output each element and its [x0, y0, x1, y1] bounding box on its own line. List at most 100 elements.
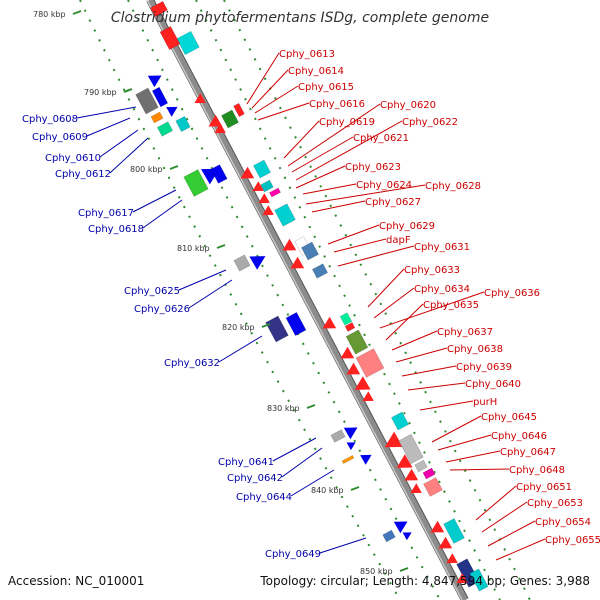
kbp-tick	[72, 10, 82, 15]
gene-block	[443, 518, 465, 544]
forward-gene-label: Cphy_0646	[491, 431, 547, 442]
leader-line	[431, 415, 482, 443]
gene-block	[176, 30, 200, 56]
gene-block	[330, 429, 346, 443]
forward-gene-label: Cphy_0635	[423, 300, 479, 311]
gene-block	[382, 529, 396, 543]
gene-block	[469, 568, 489, 592]
leader-line	[272, 437, 317, 462]
leader-line	[132, 189, 177, 213]
reverse-gene-label: Cphy_0642	[227, 473, 283, 484]
gene-arrow	[362, 391, 374, 402]
leader-line	[76, 106, 137, 119]
kbp-label: 820 kbp	[222, 323, 255, 332]
tick-guide	[79, 0, 401, 600]
gene-block	[414, 459, 428, 473]
forward-gene-label: Cphy_0627	[365, 197, 421, 208]
leader-line	[495, 538, 546, 561]
leader-line	[287, 103, 381, 167]
gene-arrow	[430, 520, 445, 533]
gene-arrow	[340, 346, 355, 359]
forward-gene-label: Cphy_0623	[345, 162, 401, 173]
gene-block	[221, 109, 239, 129]
forward-gene-label: purH	[473, 397, 497, 408]
reverse-gene-label: Cphy_0641	[218, 457, 274, 468]
gene-arrow	[166, 106, 178, 117]
reverse-gene-label: Cphy_0608	[22, 114, 78, 125]
forward-gene-label: Cphy_0628	[425, 181, 481, 192]
leader-line	[449, 468, 510, 471]
kbp-tick	[261, 323, 271, 328]
leader-line	[311, 200, 366, 213]
leader-line	[302, 183, 357, 195]
forward-gene-label: Cphy_0637	[437, 327, 493, 338]
gene-arrow	[456, 573, 468, 584]
kbp-tick	[169, 165, 179, 170]
kbp-tick	[123, 88, 133, 93]
gene-arrow	[446, 553, 458, 564]
gene-arrow	[346, 442, 356, 451]
forward-gene-label: Cphy_0622	[402, 117, 458, 128]
genome-summary-text: Topology: circular; Length: 4,847,594 bp…	[260, 574, 590, 588]
tick-layer	[79, 0, 531, 600]
forward-gene-label: Cphy_0647	[500, 447, 556, 458]
reverse-gene-label: Cphy_0626	[134, 304, 190, 315]
leader-line	[419, 400, 474, 411]
kbp-tick	[399, 567, 409, 572]
kbp-label: 790 kbp	[84, 88, 117, 97]
kbp-label: 780 kbp	[33, 10, 66, 19]
tick-guide	[127, 0, 441, 600]
forward-gene-label: Cphy_0629	[379, 221, 435, 232]
label-leader-lines	[76, 52, 546, 561]
leader-line	[254, 85, 299, 114]
gene-block	[285, 312, 307, 336]
gene-labels: Cphy_0613Cphy_0614Cphy_0615Cphy_0616Cphy…	[22, 49, 600, 560]
leader-line	[395, 347, 448, 363]
leader-line	[246, 52, 280, 105]
leader-line	[319, 537, 367, 554]
gene-block	[135, 87, 159, 115]
kbp-tick	[350, 486, 360, 491]
gene-block	[260, 179, 274, 193]
forward-gene-label: Cphy_0639	[456, 362, 512, 373]
forward-gene-label: Cphy_0638	[447, 344, 503, 355]
kbp-label: 810 kbp	[177, 244, 210, 253]
kbp-label: 830 kbp	[267, 404, 300, 413]
reverse-gene-label: Cphy_0625	[124, 286, 180, 297]
leader-line	[109, 137, 149, 174]
forward-gene-label: Cphy_0651	[516, 482, 572, 493]
gene-block	[341, 455, 355, 464]
leader-line	[295, 120, 403, 181]
leader-line	[178, 269, 227, 291]
leader-line	[290, 469, 335, 497]
gene-block	[183, 169, 209, 197]
gene-arrow	[438, 536, 453, 549]
kbp-label: 800 kbp	[130, 165, 163, 174]
genome-backbone	[146, 0, 469, 600]
leader-line	[295, 165, 346, 189]
gene-arrow	[396, 454, 413, 468]
gene-block	[355, 348, 385, 378]
gene-block	[150, 111, 164, 124]
forward-gene-label: Cphy_0655	[545, 535, 600, 546]
map-title: Clostridium phytofermentans ISDg, comple…	[110, 10, 490, 26]
forward-gene-label: Cphy_0631	[414, 242, 470, 253]
gene-arrow	[240, 166, 255, 179]
leader-line	[337, 245, 415, 267]
gene-block	[175, 116, 191, 132]
gene-block	[151, 86, 169, 108]
gene-arrow	[384, 431, 403, 448]
gene-arrow	[249, 256, 266, 270]
leader-line	[481, 501, 528, 533]
gene-block	[274, 203, 296, 227]
gene-arrow	[208, 114, 223, 127]
gene-block	[265, 315, 289, 343]
kbp-label: 840 kbp	[311, 486, 344, 495]
leader-line	[251, 69, 289, 109]
gene-block	[345, 329, 369, 355]
kbp-label: 850 kbp	[360, 567, 393, 576]
forward-gene-label: Cphy_0615	[298, 82, 354, 93]
gene-block	[210, 164, 228, 184]
gene-block	[253, 159, 271, 179]
gene-block	[269, 187, 281, 198]
